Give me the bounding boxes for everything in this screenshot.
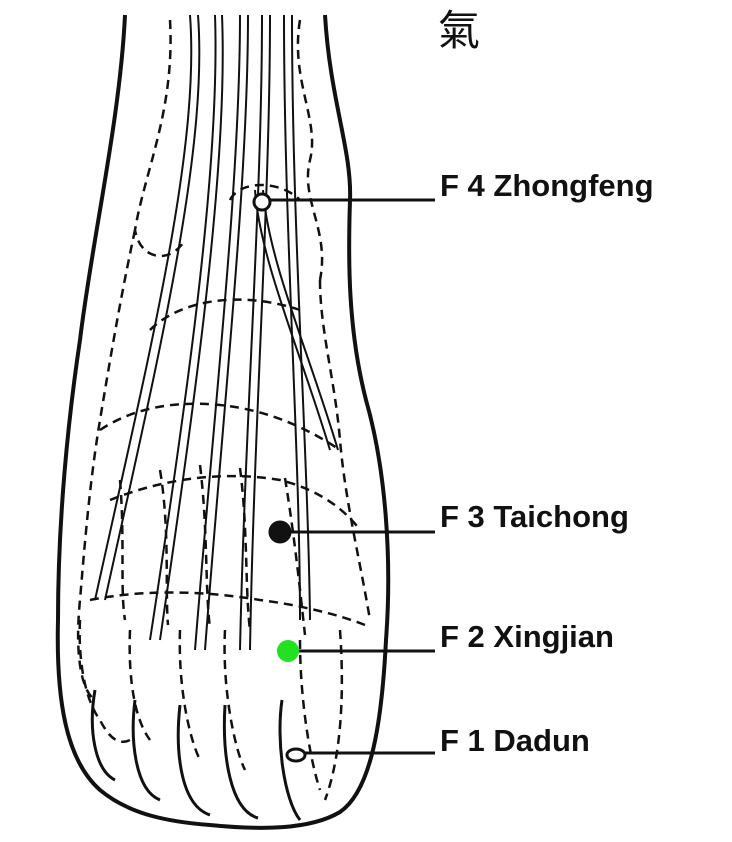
seal-glyph: 氣 [438,6,481,55]
leader-lines [268,198,435,755]
label-f2-xingjian: F 2 Xingjian [440,619,614,654]
point-f4-zhongfeng [252,192,272,212]
tendons [94,14,339,651]
point-f3-taichong [268,520,292,544]
toe-outlines [90,689,302,821]
label-f1-dadun: F 1 Dadun [440,723,590,758]
label-f4-zhongfeng: F 4 Zhongfeng [440,168,654,203]
point-f1-dadun [285,747,307,763]
point-f2-xingjian [277,640,299,662]
foot-outline [55,14,391,830]
bone-outlines [76,19,372,801]
label-f3-taichong: F 3 Taichong [440,499,629,534]
